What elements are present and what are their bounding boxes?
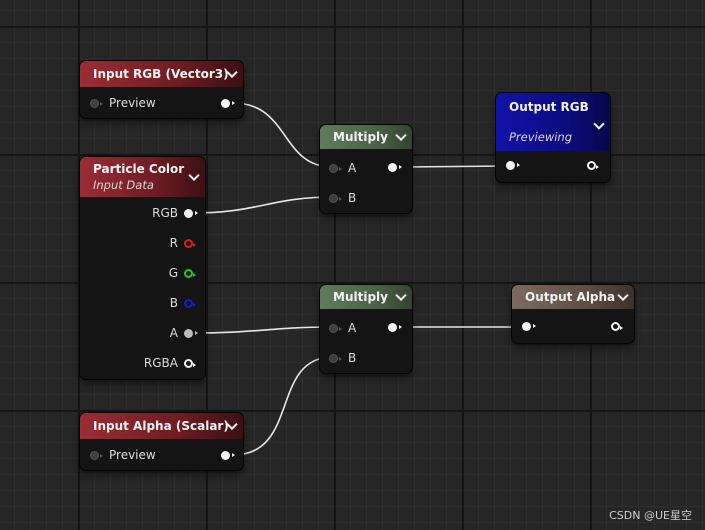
output-a-row: A <box>169 326 198 340</box>
input-a-row: A <box>329 161 356 175</box>
node-subtitle: Input Data <box>93 178 154 192</box>
output-rgba-pin[interactable] <box>184 358 196 368</box>
node-subtitle: Previewing <box>509 130 573 144</box>
preview-pin-row: Preview <box>90 96 156 110</box>
node-title: Output Alpha <box>525 290 616 304</box>
wire-particle-rgb-to-multiply-b <box>190 196 334 214</box>
node-title: Output RGB <box>509 100 589 114</box>
pin-label: A <box>348 161 357 175</box>
output-pin[interactable] <box>388 323 402 332</box>
output-pin[interactable] <box>611 322 623 331</box>
pin-label: B <box>348 191 357 205</box>
wire-input-rgb-to-multiply-a <box>232 102 334 168</box>
output-alpha-node[interactable]: Output Alpha <box>512 285 634 343</box>
output-r-row: R <box>169 236 196 250</box>
output-pin[interactable] <box>221 451 235 460</box>
input-alpha-node[interactable]: Input Alpha (Scalar) Preview <box>80 413 243 470</box>
pin-label: A <box>348 321 357 335</box>
output-g-row: G <box>168 266 196 280</box>
pin-label: R <box>169 236 178 250</box>
particle-color-header[interactable]: Particle Color Input Data <box>80 157 205 197</box>
output-r-pin[interactable] <box>184 238 196 248</box>
output-rgb-pin[interactable] <box>184 208 198 218</box>
node-title: Particle Color <box>93 162 185 176</box>
wire-multiply-to-output-rgb <box>401 165 511 168</box>
pin-label: A <box>169 326 178 340</box>
multiply-bottom-node[interactable]: Multiply A B <box>320 285 412 373</box>
node-title: Input RGB (Vector3) <box>93 67 229 81</box>
output-pin[interactable] <box>587 161 599 170</box>
output-pin[interactable] <box>388 163 402 172</box>
pin-label: B <box>348 351 357 365</box>
multiply-bottom-header[interactable]: Multiply <box>320 285 412 309</box>
output-pin[interactable] <box>221 99 235 108</box>
output-rgb-node[interactable]: Output RGB Previewing <box>496 93 610 182</box>
output-a-pin[interactable] <box>184 328 198 338</box>
multiply-top-header[interactable]: Multiply <box>320 125 412 149</box>
output-rgba-row: RGBA <box>143 356 196 370</box>
output-rgb-row: RGB <box>152 206 198 220</box>
output-rgb-header[interactable]: Output RGB Previewing <box>496 93 610 151</box>
preview-label: Preview <box>109 96 156 110</box>
wire-input-alpha-to-multiply-b <box>232 356 334 456</box>
input-b-pin[interactable] <box>329 353 342 363</box>
pin-label: G <box>168 266 178 280</box>
output-g-pin[interactable] <box>184 268 196 278</box>
input-b-row: B <box>329 351 356 365</box>
pin-label: RGB <box>152 206 178 220</box>
input-alpha-header[interactable]: Input Alpha (Scalar) <box>80 413 243 439</box>
output-b-pin[interactable] <box>184 298 196 308</box>
output-alpha-header[interactable]: Output Alpha <box>512 285 634 309</box>
preview-toggle-pin[interactable] <box>90 450 103 460</box>
pin-label: RGBA <box>143 356 178 370</box>
multiply-top-node[interactable]: Multiply A B <box>320 125 412 213</box>
preview-toggle-pin[interactable] <box>90 98 103 108</box>
node-title: Input Alpha (Scalar) <box>93 419 229 433</box>
particle-color-node[interactable]: Particle Color Input Data RGB R G B A RG… <box>80 157 205 379</box>
input-pin[interactable] <box>506 161 520 170</box>
preview-label: Preview <box>109 448 156 462</box>
input-pin[interactable] <box>522 322 536 331</box>
preview-pin-row: Preview <box>90 448 156 462</box>
input-b-pin[interactable] <box>329 193 342 203</box>
node-title: Multiply <box>333 130 388 144</box>
output-b-row: B <box>169 296 196 310</box>
input-a-pin[interactable] <box>329 323 342 333</box>
input-a-pin[interactable] <box>329 163 342 173</box>
input-rgb-header[interactable]: Input RGB (Vector3) <box>80 61 243 87</box>
input-a-row: A <box>329 321 356 335</box>
node-title: Multiply <box>333 290 388 304</box>
watermark: CSDN @UE星空 <box>609 509 692 522</box>
input-rgb-node[interactable]: Input RGB (Vector3) Preview <box>80 61 243 118</box>
wire-particle-a-to-multiply-a <box>190 326 334 334</box>
input-b-row: B <box>329 191 356 205</box>
chevron-down-icon[interactable] <box>593 118 605 130</box>
pin-label: B <box>169 296 178 310</box>
